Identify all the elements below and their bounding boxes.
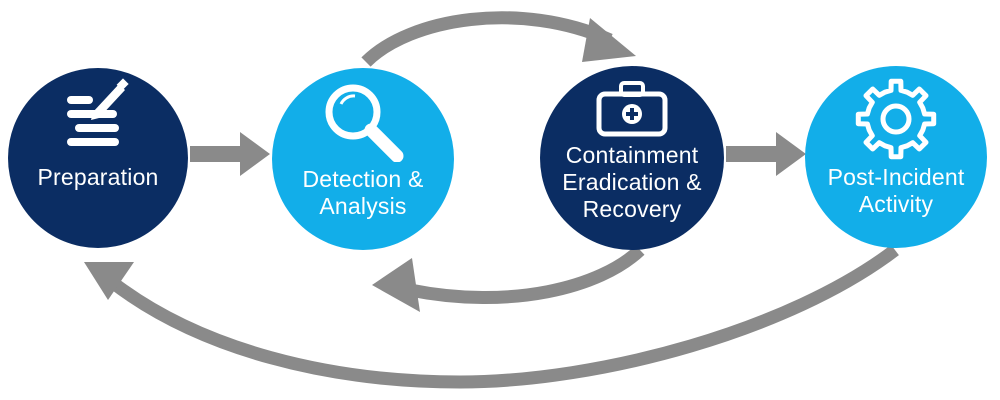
stage-label-line: Activity [858, 191, 934, 217]
gear-icon [855, 78, 937, 160]
stage-label: Containment Eradication & Recovery [562, 142, 701, 223]
stage-preparation: Preparation [8, 68, 188, 248]
stage-containment-eradication-recovery: Containment Eradication & Recovery [540, 66, 724, 250]
gear-outline [855, 78, 937, 160]
stage-label-line: Eradication & [562, 169, 702, 195]
checklist-pencil-icon [67, 78, 129, 146]
stage-label-line: Recovery [582, 196, 682, 222]
arrowhead-bottom-outer [84, 262, 134, 300]
stage-label-line: Detection & [302, 166, 424, 192]
arrow-detection-to-containment [361, 11, 613, 67]
stage-label-line: Preparation [37, 164, 159, 190]
arrow-preparation-to-detection [190, 132, 270, 176]
stage-label: Preparation [37, 164, 158, 191]
arrowhead-bottom-inner [372, 258, 420, 312]
stage-label-line: Containment [565, 142, 699, 168]
stage-detection-analysis: Detection & Analysis [272, 68, 454, 250]
stage-label-line: Post-Incident [827, 164, 965, 190]
magnifier-icon [325, 84, 404, 162]
arrow-containment-to-detection [408, 245, 645, 305]
stage-label-line: Analysis [319, 193, 407, 219]
arrow-post-incident-to-preparation [108, 244, 899, 389]
stage-label: Post-Incident Activity [828, 164, 965, 218]
arrowhead-top [582, 18, 636, 62]
arrow-containment-to-post-incident [726, 132, 806, 176]
first-aid-kit-icon [596, 81, 668, 137]
stage-label: Detection & Analysis [302, 166, 423, 220]
stage-post-incident-activity: Post-Incident Activity [805, 66, 987, 248]
